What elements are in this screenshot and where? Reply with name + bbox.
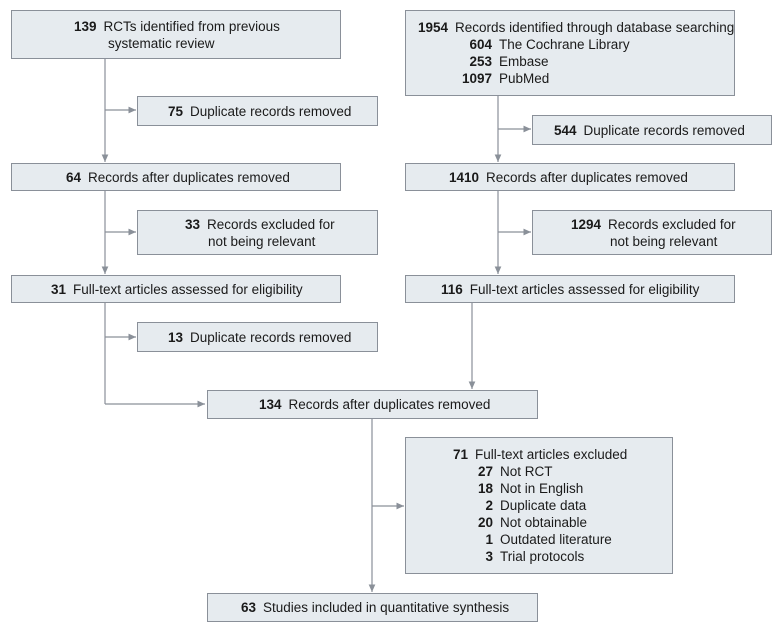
source-row: 253 Embase <box>418 53 734 70</box>
label: Trial protocols <box>500 549 585 564</box>
count: 20 <box>477 515 493 530</box>
label: Records after duplicates removed <box>288 397 491 412</box>
count: 1954 <box>418 20 449 35</box>
count: 2 <box>485 498 493 513</box>
count: 139 <box>74 18 97 34</box>
merged-after-dup-box: 134 Records after duplicates removed <box>207 390 538 419</box>
merged-included-box: 63 Studies included in quantitative synth… <box>207 593 538 622</box>
count: 1097 <box>461 71 492 86</box>
label: Full-text articles excluded <box>475 447 628 462</box>
left-dup-removed-box: 75 Duplicate records removed <box>137 96 378 126</box>
reason-row: 27 Not RCT <box>418 463 672 480</box>
label: not being relevant <box>610 233 718 249</box>
label: Outdated literature <box>500 532 612 547</box>
reason-row: 1 Outdated literature <box>418 531 672 548</box>
count: 75 <box>168 103 184 119</box>
label: Not in English <box>500 481 584 496</box>
count: 71 <box>452 447 468 462</box>
label: not being relevant <box>208 233 316 249</box>
count: 253 <box>469 54 492 69</box>
label: Not RCT <box>500 464 553 479</box>
count: 116 <box>441 281 463 297</box>
label: Duplicate records removed <box>190 103 352 119</box>
count: 134 <box>259 397 282 412</box>
source-row: 1097 PubMed <box>418 70 734 87</box>
label: Duplicate records removed <box>583 122 745 138</box>
label: Not obtainable <box>500 515 588 530</box>
reason-row: 20 Not obtainable <box>418 514 672 531</box>
count: 1 <box>485 532 493 547</box>
label: PubMed <box>499 71 550 86</box>
count: 1294 <box>571 216 602 232</box>
label: Duplicate records removed <box>190 329 352 345</box>
count: 604 <box>469 37 492 52</box>
label: Records excluded for <box>207 216 335 232</box>
label: Embase <box>499 54 549 69</box>
count: 31 <box>51 281 67 297</box>
right-after-dup-box: 1410 Records after duplicates removed <box>405 163 735 191</box>
label: Records excluded for <box>608 216 736 232</box>
right-excluded-box: 1294 Records excluded for not being relev… <box>532 210 772 255</box>
label: Records after duplicates removed <box>88 169 290 185</box>
count: 18 <box>477 481 493 496</box>
count: 13 <box>168 329 184 345</box>
reason-row: 2 Duplicate data <box>418 497 672 514</box>
source-row: 604 The Cochrane Library <box>418 36 734 53</box>
reason-row: 18 Not in English <box>418 480 672 497</box>
count: 64 <box>66 169 82 185</box>
left-after-dup-box: 64 Records after duplicates removed <box>11 163 341 191</box>
count: 33 <box>185 216 201 232</box>
left-dup-removed2-box: 13 Duplicate records removed <box>137 322 378 352</box>
label: Studies included in quantitative synthes… <box>263 600 510 615</box>
label: The Cochrane Library <box>499 37 630 52</box>
left-excluded-box: 33 Records excluded for not being relevan… <box>137 210 378 255</box>
right-assessed-box: 116 Full-text articles assessed for eligi… <box>405 275 735 303</box>
count: 1410 <box>449 169 480 185</box>
count: 63 <box>241 600 257 615</box>
right-dup-removed-box: 544 Duplicate records removed <box>532 115 772 145</box>
left-assessed-box: 31 Full-text articles assessed for eligib… <box>11 275 341 303</box>
label: Full-text articles assessed for eligibil… <box>73 281 303 297</box>
label: systematic review <box>108 35 215 51</box>
label: Duplicate data <box>500 498 587 513</box>
label: Records after duplicates removed <box>486 169 688 185</box>
count: 27 <box>477 464 493 479</box>
label: RCTs identified from previous <box>103 18 280 34</box>
count: 544 <box>554 122 577 138</box>
left-identified-box: 139 RCTs identified from previous systema… <box>11 10 341 59</box>
count: 3 <box>485 549 493 564</box>
label: Records identified through database sear… <box>455 20 735 35</box>
label: Full-text articles assessed for eligibil… <box>469 281 700 297</box>
right-identified-box: 1954 Records identified through database … <box>405 10 735 96</box>
reason-row: 3 Trial protocols <box>418 548 672 565</box>
